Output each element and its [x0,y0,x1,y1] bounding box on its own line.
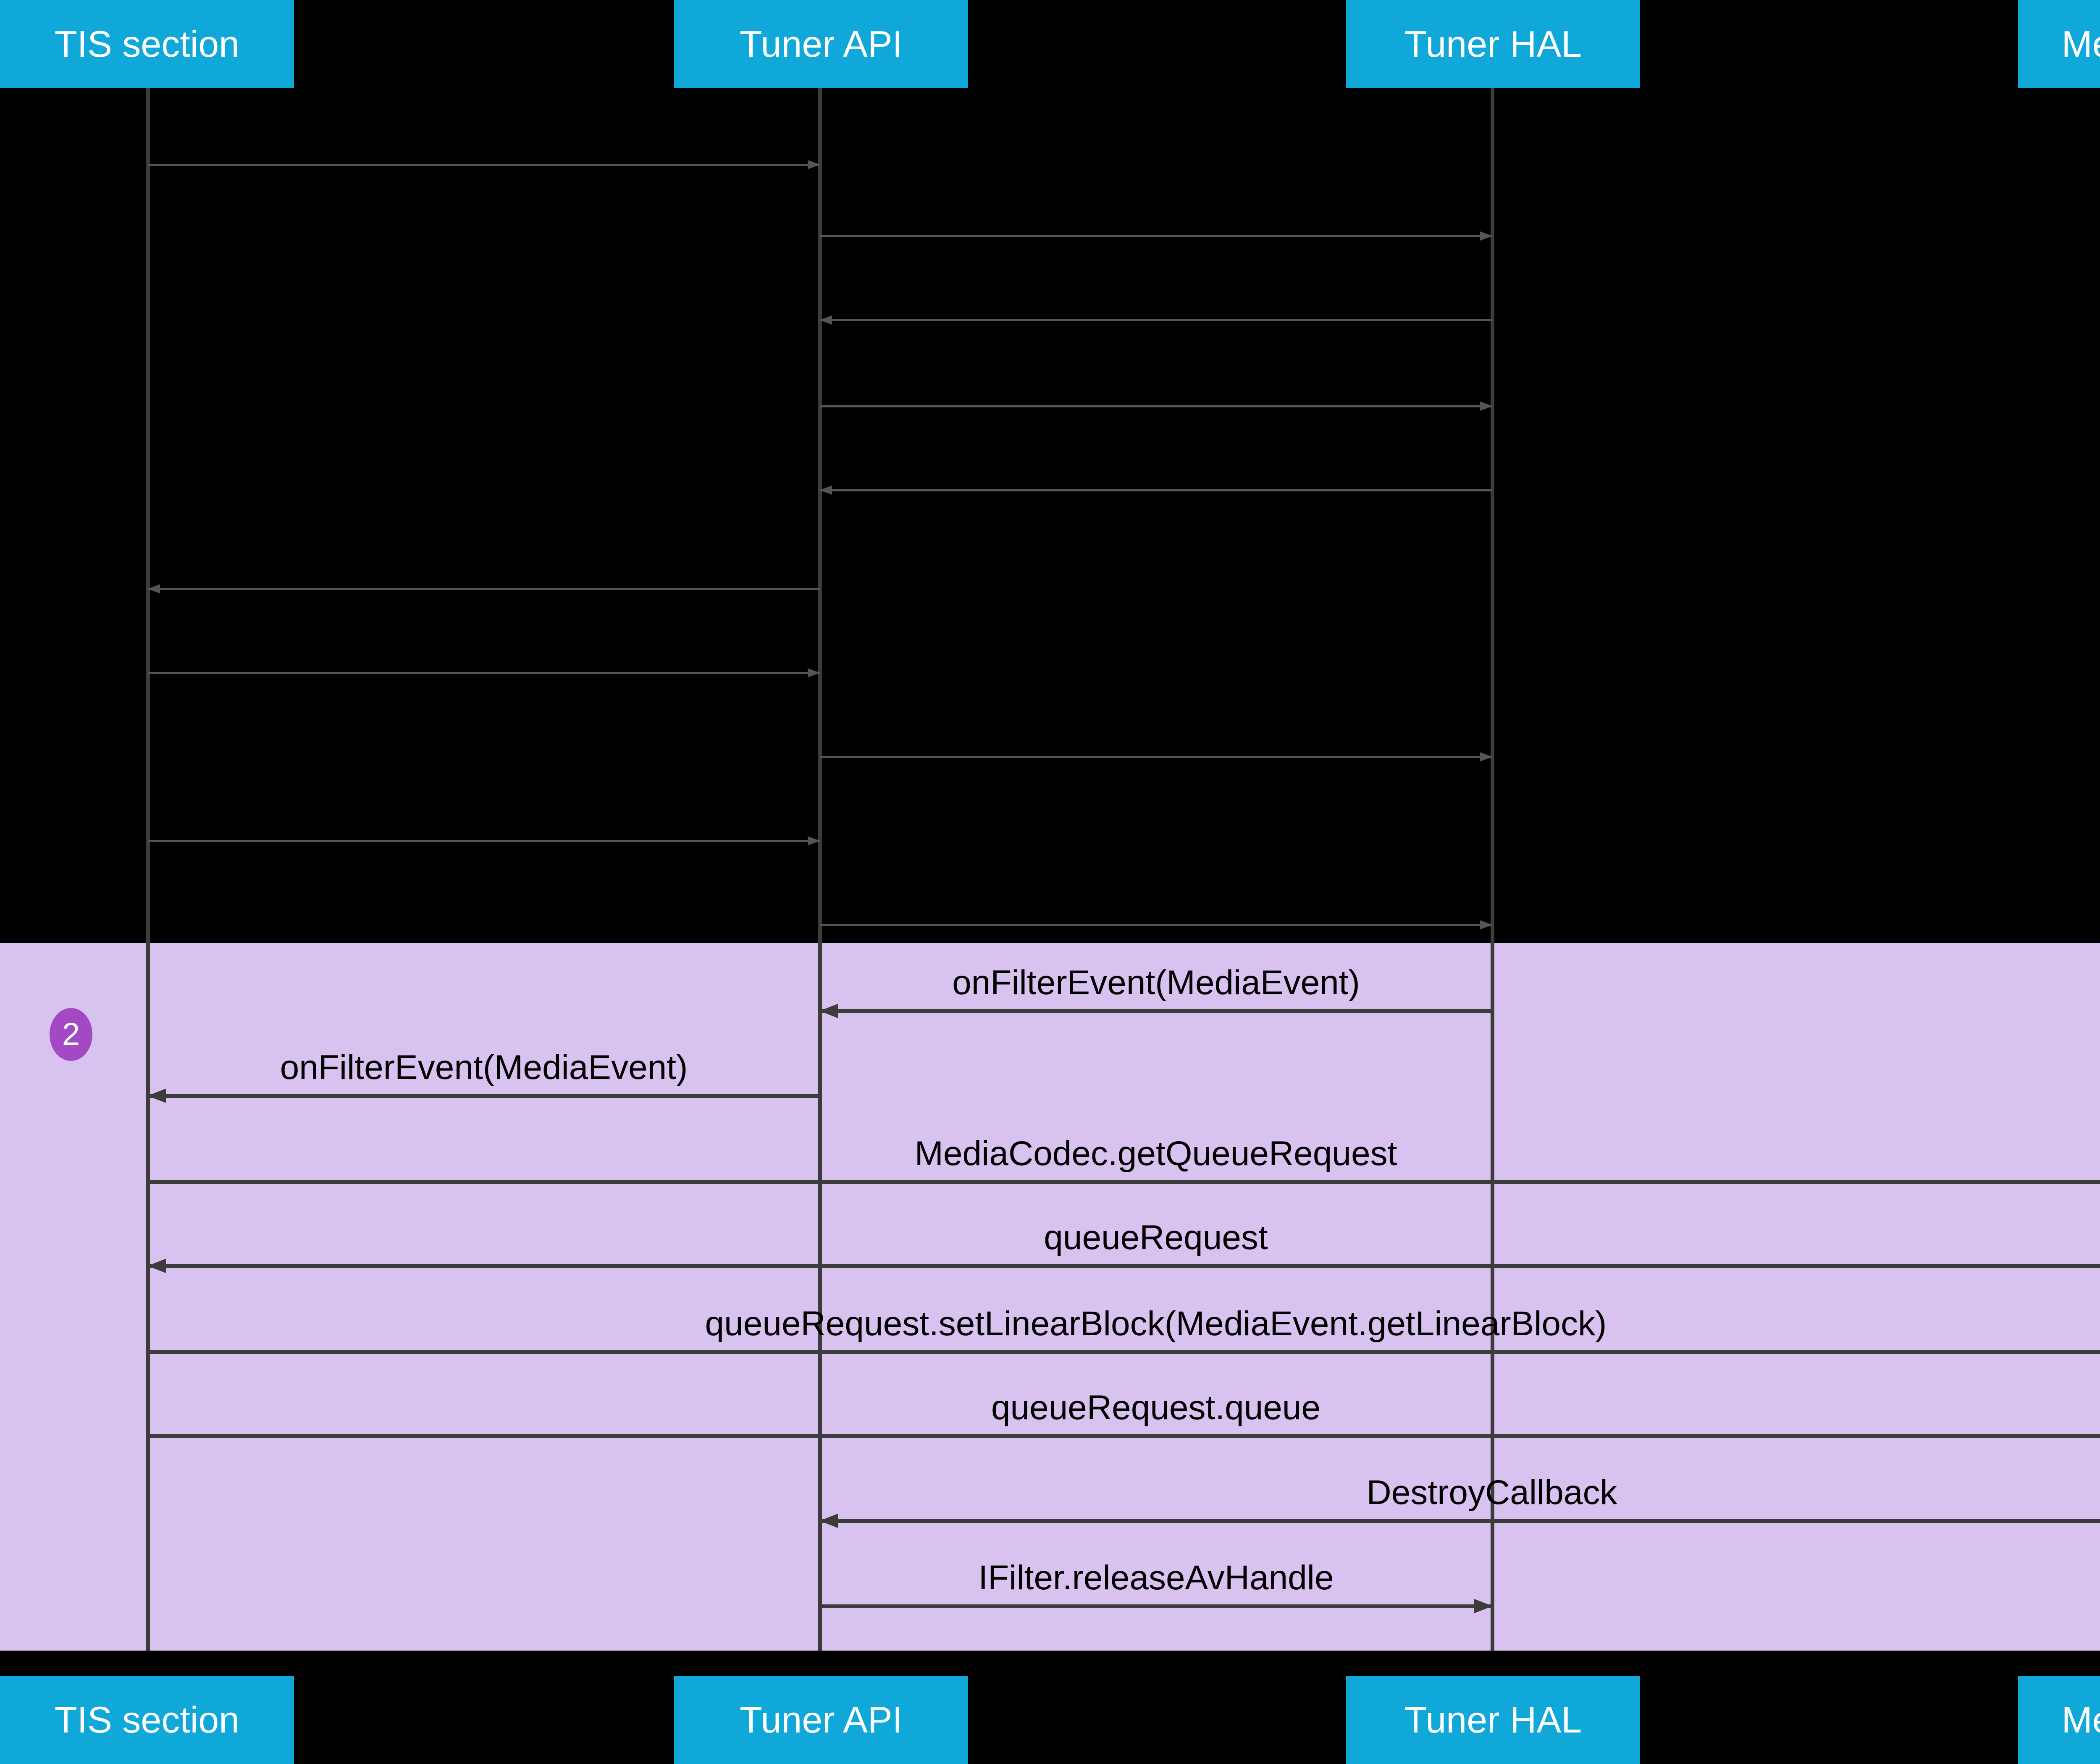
arrow-shaft [148,1350,2100,1354]
arrow-shaft [820,235,1492,237]
participant-label: Tuner HAL [1404,1699,1582,1740]
participant-footer-tuner-hal[interactable]: Tuner HAL [1346,1676,1640,1764]
participant-label: TIS section [54,1699,240,1740]
arrow-shaft [820,756,1492,758]
arrowhead-right [1480,920,1493,929]
arrowhead-right [1480,752,1493,761]
arrow-shaft [820,1519,2100,1523]
arrowhead-right [1480,231,1493,241]
arrow-shaft [820,1604,1492,1608]
arrowhead-right [1480,402,1493,411]
arrow-shaft [820,924,1492,926]
arrowhead-right [1474,1599,1493,1613]
arrow-shaft [820,489,1492,491]
arrow-shaft [148,1434,2100,1438]
arrowhead-left [147,1259,166,1273]
arrow-shaft [148,840,820,842]
arrow-shaft [148,164,820,166]
lifeline-tis-section [146,88,150,1651]
arrowhead-left [819,1004,838,1018]
arrowhead-left [819,315,832,325]
arrow-shaft [820,319,1492,321]
participant-footer-tuner-api[interactable]: Tuner API [674,1676,968,1764]
participant-label: Tuner API [739,1699,903,1740]
participant-label: Tuner API [739,23,903,65]
participant-label: Tuner HAL [1404,23,1582,65]
arrow-shaft [148,1264,2100,1268]
arrow-shaft [820,405,1492,407]
arrow-shaft [148,672,820,674]
message-label: queueRequest.queue [991,1389,1321,1427]
arrowhead-right [808,836,820,845]
message-label: DestroyCallback [1366,1473,1617,1512]
message-label: queueRequest.setLinearBlock(MediaEvent.g… [705,1305,1607,1343]
participant-footer-mediacodec[interactable]: MediaCodec [2018,1676,2100,1764]
arrowhead-left [147,584,160,593]
arrow-shaft [820,1009,1492,1013]
participant-header-tuner-api[interactable]: Tuner API [674,0,968,88]
participant-header-tis-section[interactable]: TIS section [0,0,294,88]
highlight-region-step-2 [0,943,2100,1651]
arrowhead-left [147,1089,166,1103]
message-label: onFilterEvent(MediaEvent) [952,963,1360,1002]
arrow-shaft [148,588,820,590]
arrow-shaft [148,1094,820,1098]
step-badge-number: 2 [62,1016,80,1052]
participant-label: TIS section [54,23,240,65]
participant-header-mediacodec[interactable]: MediaCodec [2018,0,2100,88]
lifeline-tuner-hal [1491,88,1494,1651]
participant-label: MediaCodec [2061,23,2100,65]
arrow-shaft [148,1180,2100,1184]
arrowhead-left [819,486,832,495]
arrowhead-right [808,668,820,677]
message-label: MediaCodec.getQueueRequest [914,1134,1397,1173]
participant-header-tuner-hal[interactable]: Tuner HAL [1346,0,1640,88]
arrowhead-left [819,1514,838,1528]
message-label: queueRequest [1044,1218,1268,1257]
message-label: onFilterEvent(MediaEvent) [280,1048,688,1087]
arrowhead-right [808,160,820,169]
participant-footer-tis-section[interactable]: TIS section [0,1676,294,1764]
lifeline-tuner-api [818,88,822,1651]
step-badge-2[interactable]: 2 [50,1008,92,1061]
message-label: IFilter.releaseAvHandle [978,1559,1334,1597]
participant-label: MediaCodec [2061,1699,2100,1740]
